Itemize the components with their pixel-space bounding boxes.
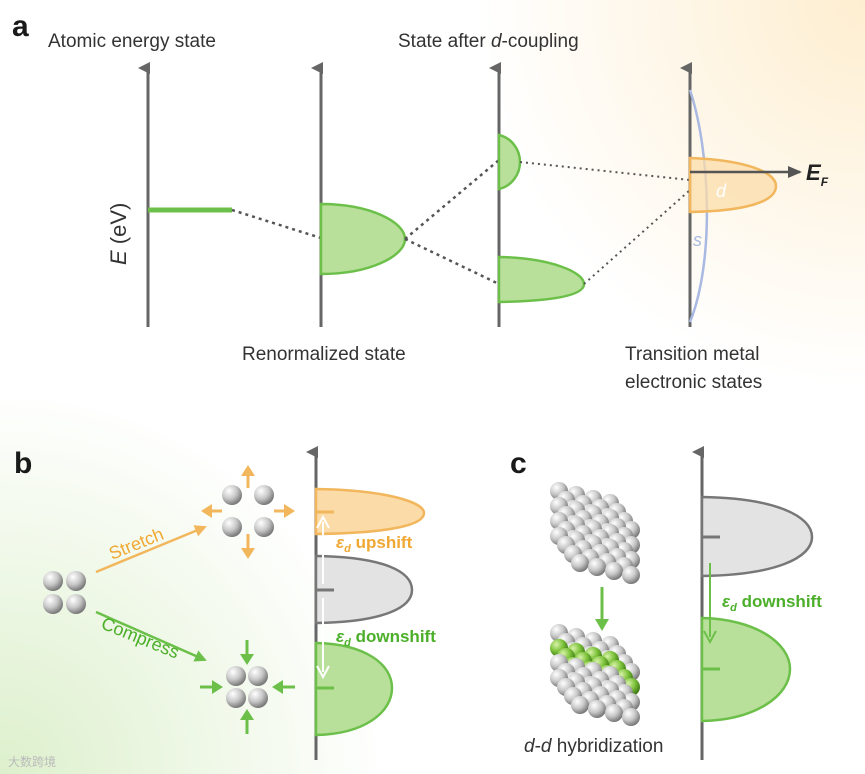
label-state-after-d-coupling: State after d-coupling bbox=[398, 31, 579, 52]
d-band bbox=[688, 156, 778, 214]
compress-arrow bbox=[95, 610, 207, 662]
band-c-green bbox=[700, 616, 792, 723]
bonding-state bbox=[497, 255, 586, 304]
stretch-arrows-outward bbox=[201, 465, 295, 559]
dotted-connector-tm-lower bbox=[583, 189, 691, 285]
label-dd-hybridization: d-d hybridization bbox=[524, 736, 663, 757]
compress-label: Compress bbox=[99, 613, 183, 662]
background-glow-orange bbox=[445, 0, 865, 420]
s-band-label: s bbox=[693, 230, 702, 250]
label-tm-line1: Transition metal bbox=[625, 344, 759, 365]
stretch-label: Stretch bbox=[106, 524, 166, 564]
cluster-cube-hybrid bbox=[550, 624, 640, 726]
panel-a-letter: a bbox=[12, 10, 29, 43]
band-stretched-orange bbox=[314, 487, 426, 536]
band-c-gray bbox=[700, 495, 814, 578]
label-renormalized-state: Renormalized state bbox=[242, 344, 406, 365]
watermark: 大数跨境 bbox=[8, 754, 56, 769]
band-compressed-green bbox=[314, 641, 394, 737]
dotted-connector-lower bbox=[404, 237, 500, 286]
atom-cluster-base bbox=[43, 571, 86, 614]
atom-cluster-compressed bbox=[226, 666, 268, 708]
renormalized-state-band bbox=[319, 202, 407, 276]
dotted-connector-upper bbox=[404, 159, 500, 240]
stretch-arrow bbox=[95, 525, 207, 574]
panel-b-letter: b bbox=[14, 447, 32, 480]
downshift-label-c: εd downshift bbox=[722, 592, 822, 614]
dotted-connector-1 bbox=[231, 208, 322, 240]
compress-arrows-inward bbox=[200, 640, 295, 734]
fermi-level-label: EF bbox=[806, 160, 829, 189]
axis-label-energy: E (eV) bbox=[106, 203, 131, 265]
cluster-cube-pure bbox=[550, 482, 640, 584]
downshift-label-b: εd downshift bbox=[336, 627, 436, 649]
label-atomic-energy-state: Atomic energy state bbox=[48, 31, 216, 52]
atom-cluster-stretched bbox=[222, 485, 274, 537]
antibonding-state bbox=[497, 133, 522, 191]
band-base-gray bbox=[314, 554, 414, 625]
upshift-label: εd upshift bbox=[336, 533, 413, 555]
dotted-connector-tm-upper bbox=[519, 161, 691, 181]
label-tm-line2: electronic states bbox=[625, 372, 762, 393]
panel-c-letter: c bbox=[510, 447, 527, 480]
d-band-label: d bbox=[716, 181, 727, 201]
